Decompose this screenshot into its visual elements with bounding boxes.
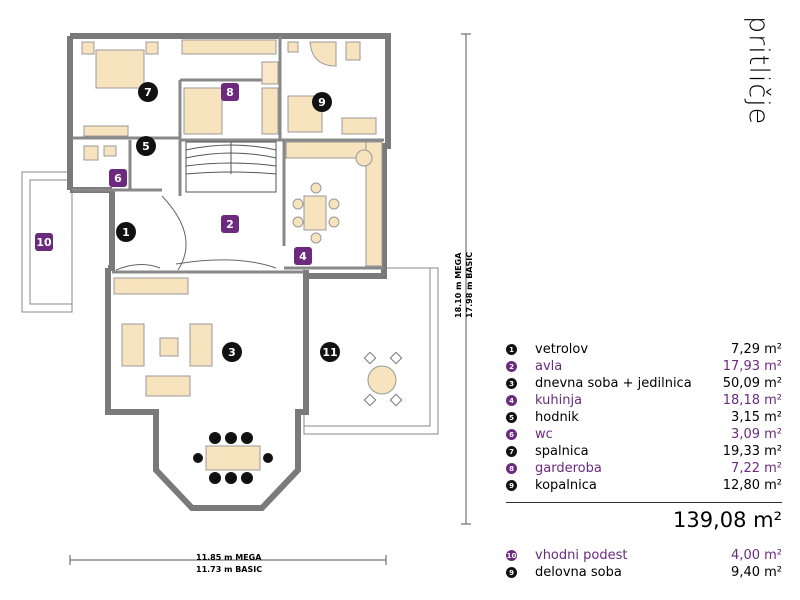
legend-row: 3 dnevna soba + jedilnica 50,09 m² [506, 375, 782, 392]
room-area: 7,29 m² [731, 342, 782, 357]
plan-badge-number: 8 [226, 86, 234, 99]
plan-badge-number: 11 [322, 346, 337, 359]
room-number-badge: 6 [506, 429, 517, 440]
plan-badge: 9 [312, 92, 332, 112]
outer-walls [67, 33, 391, 511]
dimension-lines [69, 33, 471, 565]
height-mega-label: 18.10 m MEGA [454, 252, 463, 318]
legend-row: 7 spalnica 19,33 m² [506, 443, 782, 460]
room-area: 3,09 m² [731, 427, 782, 442]
plan-badge-number: 5 [142, 140, 150, 153]
staircase [185, 141, 277, 193]
floor-title: pritličje [742, 10, 776, 130]
room-number-badge: 7 [506, 446, 517, 457]
height-basic-label: 17.98 m BASIC [465, 251, 474, 318]
plan-badge: 10 [35, 233, 53, 251]
room-name: avla [535, 359, 563, 374]
room-list: 1 vetrolov 7,29 m² 2 avla 17,93 m² 3 dnevna sob… [506, 341, 782, 494]
width-mega-label: 11.85 m MEGA [196, 553, 262, 562]
width-basic-label: 11.73 m BASIC [196, 565, 263, 574]
room-name: kopalnica [535, 478, 597, 493]
room-area: 3,15 m² [731, 410, 782, 425]
room-name: delovna soba [535, 565, 622, 580]
room-number-badge: 5 [506, 412, 517, 423]
legend-row: 9 delovna soba 9,40 m² [506, 564, 782, 581]
room-number-badge: 9 [506, 480, 517, 491]
plan-badge: 4 [294, 247, 312, 265]
plan-badge-number: 7 [144, 86, 152, 99]
room-area: 18,18 m² [722, 393, 782, 408]
room-number-badge: 10 [506, 550, 517, 561]
terrace-chairs [363, 351, 403, 407]
plan-badge-number: 6 [114, 172, 122, 185]
legend-row: 5 hodnik 3,15 m² [506, 409, 782, 426]
floor-title-text: pritličje [743, 16, 774, 126]
room-area: 9,40 m² [731, 565, 782, 580]
room-name: garderoba [535, 461, 602, 476]
room-number-badge: 4 [506, 395, 517, 406]
room-area: 19,33 m² [722, 444, 782, 459]
legend-row: 4 kuhinja 18,18 m² [506, 392, 782, 409]
room-name: hodnik [535, 410, 579, 425]
room-number-badge: 8 [506, 463, 517, 474]
room-area: 4,00 m² [731, 548, 782, 563]
plan-badge: 1 [116, 222, 136, 242]
hall-arcs [115, 195, 277, 271]
room-area: 17,93 m² [722, 359, 782, 374]
room-number-badge: 1 [506, 344, 517, 355]
legend-row: 2 avla 17,93 m² [506, 358, 782, 375]
plan-badge: 6 [109, 169, 127, 187]
plan-badge-number: 1 [122, 226, 130, 239]
furniture [81, 39, 397, 471]
room-name: wc [535, 427, 553, 442]
room-number-badges: 7 8 9 5 6 1 2 10 4 3 11 [35, 82, 340, 362]
plan-badge: 5 [136, 136, 156, 156]
room-number-badge: 3 [506, 378, 517, 389]
room-number-badge: 9 [506, 567, 517, 578]
total-area: 139,08 m² [672, 508, 782, 532]
room-area: 50,09 m² [722, 376, 782, 391]
plan-badge-number: 3 [228, 346, 236, 359]
room-name: dnevna soba + jedilnica [535, 376, 692, 391]
room-legend: 1 vetrolov 7,29 m² 2 avla 17,93 m² 3 dnevna sob… [506, 341, 782, 581]
room-name: kuhinja [535, 393, 583, 408]
plan-badge-number: 10 [36, 236, 52, 249]
legend-divider [506, 502, 782, 503]
plan-badge: 2 [221, 215, 239, 233]
dining-chairs [193, 432, 273, 484]
legend-row: 9 kopalnica 12,80 m² [506, 477, 782, 494]
plan-badge: 8 [221, 83, 239, 101]
plan-badge: 3 [222, 342, 242, 362]
plan-badge: 11 [320, 342, 340, 362]
room-area: 12,80 m² [722, 478, 782, 493]
legend-row: 8 garderoba 7,22 m² [506, 460, 782, 477]
plan-badge-number: 2 [226, 218, 234, 231]
interior-walls [72, 36, 384, 274]
room-name: vetrolov [535, 342, 589, 357]
legend-row: 10 vhodni podest 4,00 m² [506, 547, 782, 564]
room-area: 7,22 m² [731, 461, 782, 476]
plan-badge: 7 [138, 82, 158, 102]
legend-row: 1 vetrolov 7,29 m² [506, 341, 782, 358]
plan-badge-number: 9 [318, 96, 326, 109]
extra-room-list: 10 vhodni podest 4,00 m² 9 delovna soba 9,40 … [506, 547, 782, 581]
room-number-badge: 2 [506, 361, 517, 372]
legend-row: 6 wc 3,09 m² [506, 426, 782, 443]
room-name: spalnica [535, 444, 589, 459]
plan-badge-number: 4 [299, 250, 307, 263]
room-name: vhodni podest [535, 548, 628, 563]
